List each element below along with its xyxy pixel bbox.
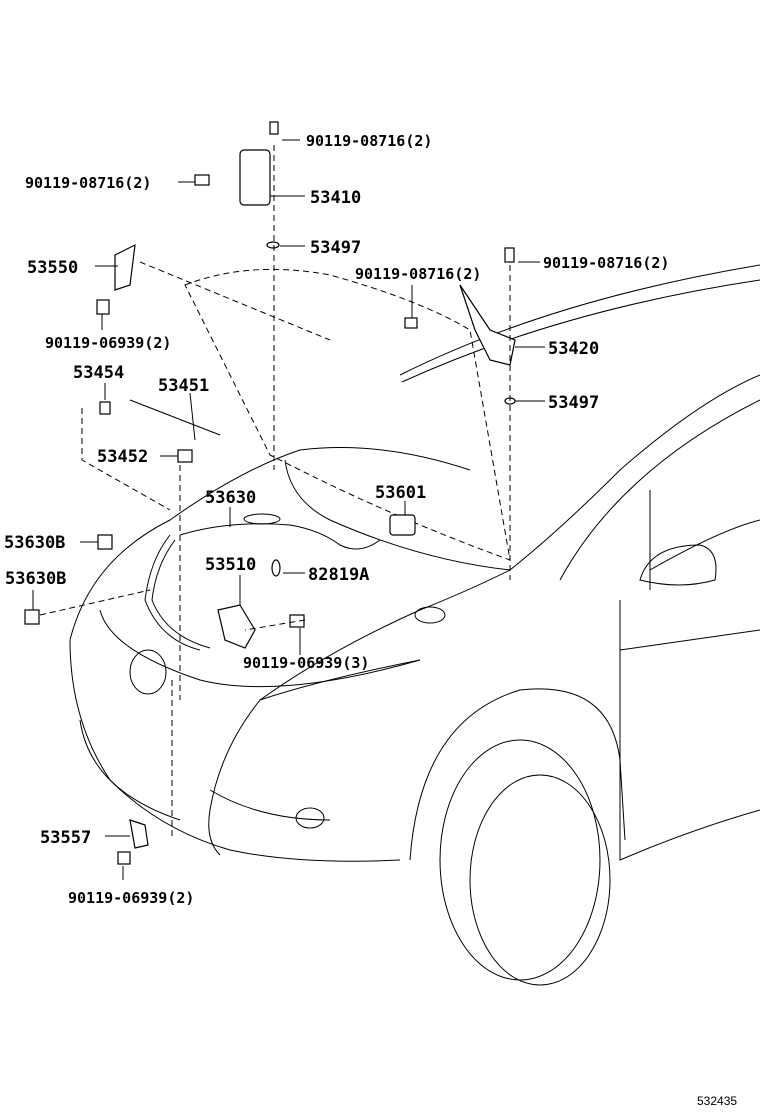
label-53601: 53601 — [375, 483, 426, 503]
part-labels: 90119-08716(2) 90119-08716(2) 53410 5349… — [4, 132, 737, 1108]
label-53510: 53510 — [205, 555, 256, 575]
label-90119-08716-left: 90119-08716(2) — [25, 174, 151, 192]
label-90119-06939-top: 90119-06939(2) — [45, 334, 171, 352]
label-53451: 53451 — [158, 376, 209, 396]
label-90119-06939-mid: 90119-06939(3) — [243, 654, 369, 672]
leader-lines — [32, 139, 545, 880]
label-53630B-bottom: 53630B — [5, 569, 66, 589]
label-53452: 53452 — [97, 447, 148, 467]
vehicle-outline — [69, 264, 760, 986]
label-53550: 53550 — [27, 258, 78, 278]
label-90119-06939-bottom: 90119-06939(2) — [68, 889, 194, 907]
label-90119-08716-top: 90119-08716(2) — [306, 132, 432, 150]
label-53410: 53410 — [310, 188, 361, 208]
label-53497-left: 53497 — [310, 238, 361, 258]
label-90119-08716-mid: 90119-08716(2) — [355, 265, 481, 283]
label-82819A: 82819A — [308, 565, 369, 585]
label-53454: 53454 — [73, 363, 124, 383]
label-53420: 53420 — [548, 339, 599, 359]
label-53497-right: 53497 — [548, 393, 599, 413]
label-53630: 53630 — [205, 488, 256, 508]
label-53630B-top: 53630B — [4, 533, 65, 553]
label-90119-08716-right: 90119-08716(2) — [543, 254, 669, 272]
illustration-id: 532435 — [697, 1094, 737, 1108]
cable-53630 — [144, 523, 381, 651]
label-53557: 53557 — [40, 828, 91, 848]
part-symbols — [24, 121, 516, 865]
